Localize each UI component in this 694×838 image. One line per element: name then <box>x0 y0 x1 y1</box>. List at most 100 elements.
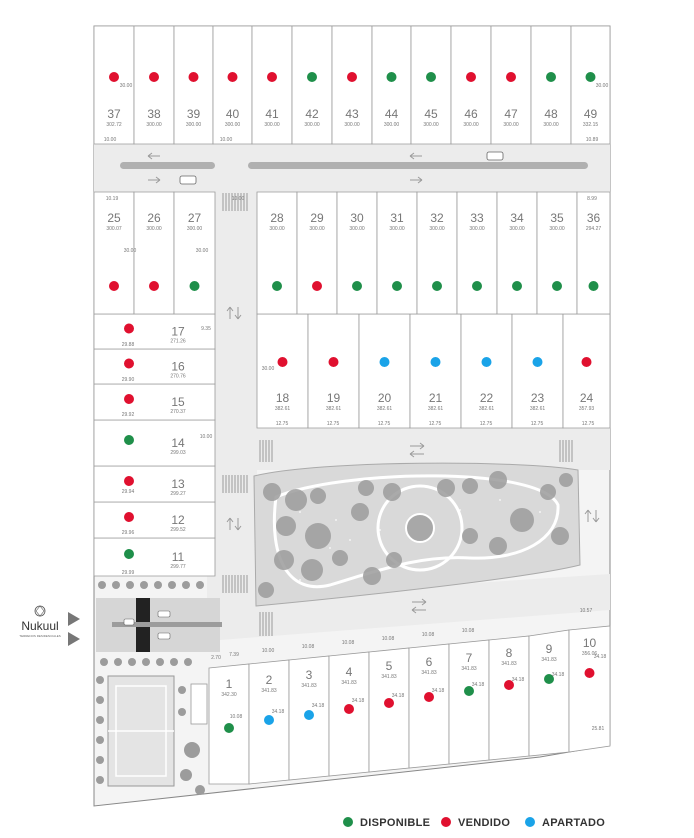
lot-status-vendido <box>149 72 159 82</box>
dimension-label: 30.00 <box>120 83 133 89</box>
lot-area: 300.00 <box>264 122 280 128</box>
lot-status-vendido <box>344 704 354 714</box>
dimension-label: 29.99 <box>122 570 135 576</box>
lot-parcel[interactable] <box>93 383 216 421</box>
lot-parcel[interactable] <box>93 313 216 350</box>
lot-parcel[interactable] <box>576 191 611 315</box>
lot-number: 37 <box>107 107 121 121</box>
lot-area: 341.83 <box>461 666 477 672</box>
lot-area: 294.27 <box>586 226 602 232</box>
lot-number: 28 <box>270 211 284 225</box>
lot-status-disponible <box>544 674 554 684</box>
lot-area: 357.93 <box>579 406 595 412</box>
lot-parcel[interactable] <box>173 191 216 315</box>
lot-area: 299.77 <box>170 564 186 570</box>
dimension-label: 10.00 <box>220 137 233 143</box>
car-icon <box>179 151 504 185</box>
dimension-label: 10.00 <box>104 137 117 143</box>
dimension-label: 34.18 <box>594 654 607 660</box>
lot-parcel[interactable] <box>93 419 216 467</box>
lot-parcel[interactable] <box>93 348 216 385</box>
lot-area: 332.15 <box>583 122 599 128</box>
lot-area: 299.27 <box>170 491 186 497</box>
lot-number: 29 <box>310 211 324 225</box>
dimension-label: 10.08 <box>302 644 315 650</box>
lot-area: 270.76 <box>170 374 186 380</box>
lot-number: 25 <box>107 211 121 225</box>
lot-number: 45 <box>424 107 438 121</box>
lot-number: 20 <box>378 391 392 405</box>
lot-number: 40 <box>226 107 240 121</box>
lot-number: 22 <box>480 391 494 405</box>
lot-area: 300.00 <box>463 122 479 128</box>
lot-area: 300.00 <box>549 226 565 232</box>
lot-number: 34 <box>510 211 524 225</box>
median-left <box>120 162 215 169</box>
lot-parcel[interactable] <box>93 537 216 577</box>
lot-parcel[interactable] <box>93 501 216 539</box>
lot-parcel[interactable] <box>570 25 611 145</box>
dimension-label: 29.88 <box>122 342 135 348</box>
lot-status-disponible <box>512 281 522 291</box>
lot-parcel[interactable] <box>93 465 216 503</box>
lot-number: 3 <box>306 668 313 682</box>
lot-number: 9 <box>546 642 553 656</box>
lot-area: 299.03 <box>170 450 186 456</box>
lot-parcel[interactable] <box>568 625 611 753</box>
lot-area: 341.83 <box>501 661 517 667</box>
lot-number: 8 <box>506 646 513 660</box>
lot-area: 302.72 <box>106 122 122 128</box>
lot-area: 300.00 <box>309 226 325 232</box>
lot-status-vendido <box>227 72 238 82</box>
lot-status-vendido <box>466 72 476 82</box>
road-arrows <box>147 152 600 614</box>
lot-number: 5 <box>386 659 393 673</box>
